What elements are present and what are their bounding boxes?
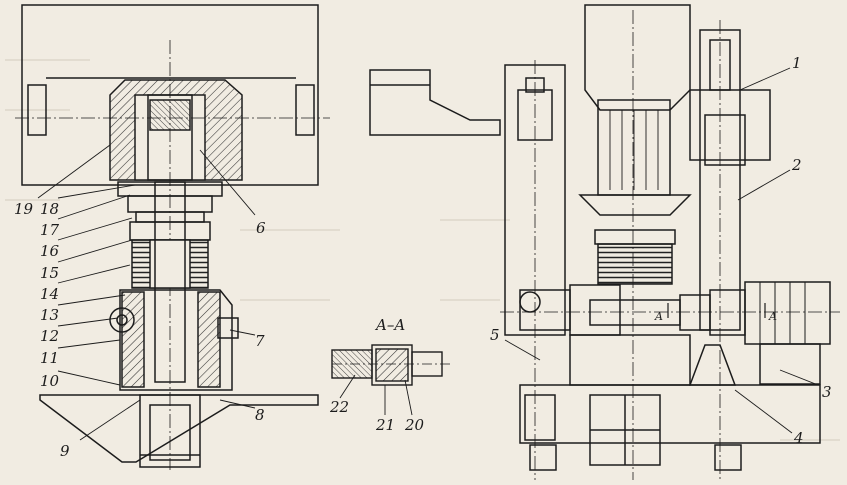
part-label-19: 19 xyxy=(14,200,34,218)
part-label-2: 2 xyxy=(791,156,802,174)
part-label-10: 10 xyxy=(40,372,60,390)
section-a-a-view xyxy=(331,344,450,416)
part-label-7: 7 xyxy=(255,332,265,350)
part-label-8: 8 xyxy=(255,406,265,424)
part-label-17: 17 xyxy=(40,221,60,239)
left-section-view xyxy=(15,4,330,470)
part-number-labels: 19 18 17 16 15 14 13 12 11 10 9 8 7 6 22… xyxy=(14,54,832,460)
right-elevation-view xyxy=(369,4,840,480)
part-label-4: 4 xyxy=(793,429,804,447)
part-label-1: 1 xyxy=(792,54,802,72)
part-label-9: 9 xyxy=(60,442,70,460)
part-label-22: 22 xyxy=(329,398,349,416)
part-label-18: 18 xyxy=(40,200,59,218)
part-label-21: 21 xyxy=(375,416,395,434)
part-label-3: 3 xyxy=(822,383,832,401)
part-label-5: 5 xyxy=(490,326,500,344)
part-label-11: 11 xyxy=(40,349,59,367)
part-label-20: 20 xyxy=(404,416,425,434)
part-label-12: 12 xyxy=(40,327,59,345)
section-mark-left: A xyxy=(654,310,663,323)
background-noise xyxy=(5,59,840,441)
section-title: A–A xyxy=(374,316,405,334)
section-mark-right: A xyxy=(768,310,777,323)
part-label-15: 15 xyxy=(40,264,59,282)
part-label-14: 14 xyxy=(40,285,59,303)
part-label-16: 16 xyxy=(40,242,60,260)
part-label-13: 13 xyxy=(40,306,59,324)
part-label-6: 6 xyxy=(256,219,266,237)
